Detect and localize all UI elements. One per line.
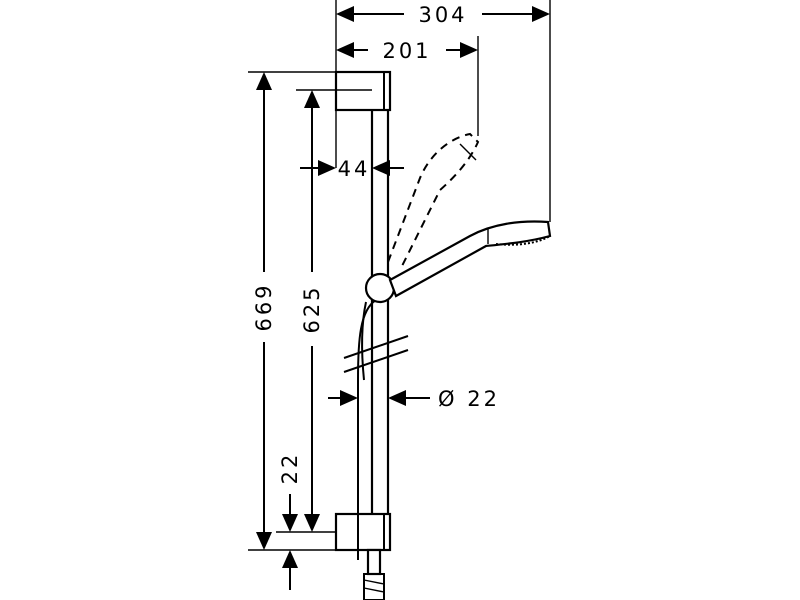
dimension-wall-offset: 44 (300, 157, 404, 181)
shower-hose (357, 299, 377, 560)
dimension-total-height: 669 (252, 72, 276, 550)
break-line-upper (343, 335, 409, 359)
extension-lines (248, 0, 551, 551)
dimension-bottom-offset: 22 (278, 452, 302, 590)
handshower-main (388, 220, 552, 298)
label-bottom-offset: 22 (278, 452, 302, 485)
slider-knob (364, 272, 396, 304)
break-line-lower (343, 349, 409, 373)
label-handshower-reach: 201 (382, 39, 431, 63)
label-total-height: 669 (252, 282, 276, 331)
bottom-wall-bracket (334, 512, 392, 552)
label-rail-diameter: Ø 22 (438, 387, 500, 411)
dimension-rail-length: 625 (300, 90, 324, 532)
dimension-rail-diameter: Ø 22 (328, 387, 500, 411)
dimension-overall-width: 304 (336, 3, 550, 27)
label-rail-length: 625 (300, 284, 324, 333)
label-wall-offset: 44 (338, 157, 371, 181)
shower-set-outline (334, 70, 552, 600)
label-overall-width: 304 (418, 3, 467, 27)
hose-connector (366, 548, 382, 576)
dimension-handshower-reach: 201 (336, 39, 478, 63)
handshower-tilted (387, 132, 480, 271)
top-wall-bracket (334, 70, 392, 112)
